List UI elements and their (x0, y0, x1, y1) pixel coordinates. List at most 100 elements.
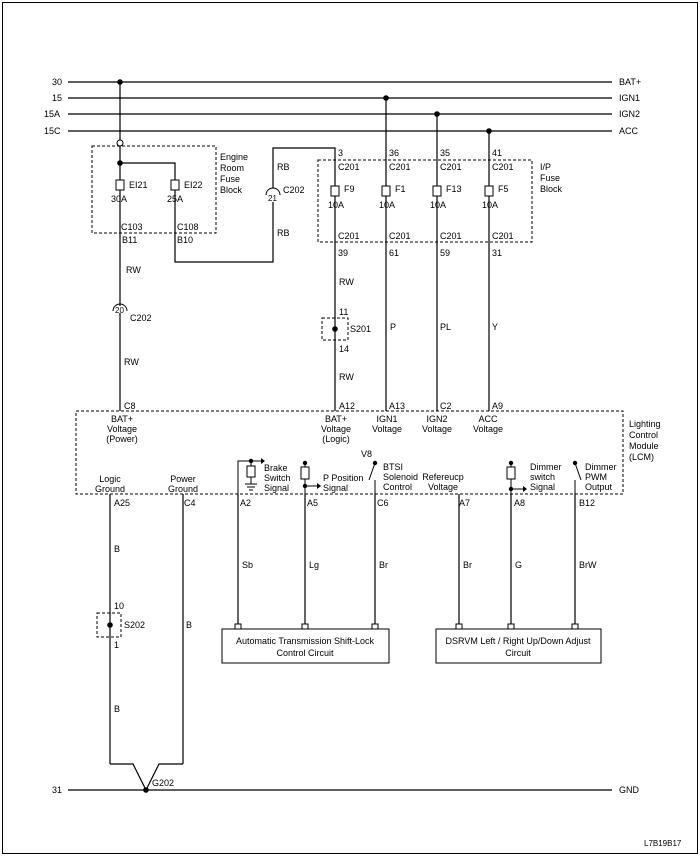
c202-upper-arc (265, 187, 281, 196)
c202-upper-connector: 21 C202 RB RB (265, 147, 336, 238)
c202-upper-pin: 21 (268, 194, 277, 203)
lcm-c8-label-3: (Power) (106, 434, 138, 444)
lcm-a8-label-3: Signal (530, 482, 555, 492)
ip-block-title-2: Fuse (540, 173, 560, 183)
lcm-pin-a7: A7 (459, 498, 470, 508)
ip-f1-out-conn: C201 (389, 231, 411, 241)
dimmer-pwm-symbol (572, 460, 582, 494)
lcm-a13-label-2: Voltage (372, 424, 402, 434)
fuse-ei21-symbol (115, 179, 125, 191)
lighting-control-module: Lighting Control Module (LCM) C8 A12 A13… (75, 401, 661, 508)
splice-s202-outline (96, 612, 122, 638)
rail-30-label: 30 (52, 77, 62, 87)
lcm-title-2: Control (629, 430, 658, 440)
ip-f9-out-pin: 39 (338, 248, 348, 258)
ip-f9-out-conn: C201 (338, 231, 360, 241)
wire-rw-4: RW (339, 372, 354, 382)
lcm-v8-label: V8 (361, 449, 372, 459)
fuse-f13-label: F13 (446, 184, 462, 194)
ip-f13-out-pin: 59 (440, 248, 450, 258)
ip-f13-in-pin: 35 (440, 148, 450, 158)
fuse-f9-symbol (330, 185, 340, 197)
lcm-a2-label-2: Switch (264, 473, 291, 483)
p-position-symbol (300, 460, 321, 494)
fuse-ei21-label: EI21 (129, 180, 148, 190)
fuse-ei22-label: EI22 (184, 180, 203, 190)
fuse-f5-rating: 10A (482, 200, 498, 210)
lcm-pin-c4: C4 (184, 498, 196, 508)
lcm-c6-label-3: Control (383, 482, 412, 492)
fuse-f13-rating: 10A (430, 200, 446, 210)
acc-junction-dot (486, 128, 492, 134)
s202-top-pin: 10 (114, 601, 124, 611)
lcm-c2-label-1: IGN2 (426, 414, 447, 424)
lcm-pin-a12: A12 (339, 401, 355, 411)
fuse-f1-rating: 10A (379, 200, 395, 210)
ign2-junction-dot (434, 111, 440, 117)
lcm-a12-label-3: (Logic) (322, 434, 350, 444)
ip-block-outline (317, 159, 533, 243)
lcm-c4-label-2: Ground (168, 484, 198, 494)
dimmer-switch-symbol (506, 460, 527, 494)
ip-f5-in-conn: C201 (492, 162, 514, 172)
lcm-a7-label-2: Voltage (428, 482, 458, 492)
s201-top-pin: 11 (339, 307, 348, 317)
rail-15a-label: 15A (44, 109, 60, 119)
lcm-supply-wires: RW 20 C202 RW RW 11 S201 14 RW P PL Y (112, 265, 498, 411)
bat-terminal-circle (116, 139, 124, 147)
rail-bat-label: BAT+ (619, 77, 641, 87)
fuse-f13-symbol (432, 185, 442, 197)
atsl-label-1: Automatic Transmission Shift-Lock (236, 636, 375, 646)
lcm-a7-label-1: Refereucp (422, 472, 464, 482)
lcm-title-4: (LCM) (629, 452, 654, 462)
fuse-ei22-rating: 25A (167, 194, 183, 204)
lcm-c8-label-1: BAT+ (111, 414, 133, 424)
diagram-code: L7B19B17 (644, 839, 682, 848)
engine-room-title-2: Room (220, 163, 244, 173)
ip-f13-out-conn: C201 (440, 231, 462, 241)
atsl-label-2: Control Circuit (276, 648, 334, 658)
fuse-f1-label: F1 (395, 184, 406, 194)
s202-label: S202 (124, 620, 145, 630)
wire-sb: Sb (242, 560, 253, 570)
lcm-pin-a9: A9 (492, 401, 503, 411)
engine-room-title-1: Engine (220, 152, 248, 162)
ip-f5-out-pin: 31 (492, 248, 502, 258)
lcm-a9-label-1: ACC (478, 414, 498, 424)
lcm-a12-label-1: BAT+ (325, 414, 347, 424)
ip-f5-out-conn: C201 (492, 231, 514, 241)
lcm-a8-label-2: switch (530, 472, 555, 482)
lcm-a25-label-1: Logic (99, 474, 121, 484)
c202-lower-pin: 20 (115, 306, 124, 315)
wire-rb-lower: RB (277, 228, 290, 238)
engine-room-title-4: Block (220, 185, 243, 195)
ip-block-title-1: I/P (540, 162, 551, 172)
c202-lower-label: C202 (130, 313, 152, 323)
fuse-f1-symbol (381, 185, 391, 197)
engine-room-block-outline (91, 145, 217, 234)
ign1-junction-dot (383, 95, 389, 101)
c202-lower-arc (112, 303, 128, 312)
lcm-pin-a25: A25 (114, 498, 130, 508)
wire-br-2: Br (463, 560, 472, 570)
g202-junction-dot (143, 787, 149, 793)
c202-upper-label: C202 (283, 185, 305, 195)
fuse-f9-rating: 10A (328, 200, 344, 210)
fuse-ei21-rating: 30A (111, 194, 127, 204)
ground-rail-right-label: GND (619, 785, 640, 795)
brake-switch-symbol (237, 458, 265, 494)
ip-f9-in-conn: C201 (338, 162, 360, 172)
lcm-pin-c8: C8 (124, 401, 136, 411)
wire-lg: Lg (309, 560, 319, 570)
wire-g: G (515, 560, 522, 570)
lcm-a2-label-3: Signal (264, 483, 289, 493)
lcm-pin-b12: B12 (579, 498, 595, 508)
bat-junction-dot (117, 79, 123, 85)
ip-f9-in-pin: 3 (338, 148, 343, 158)
lcm-c8-label-2: Voltage (107, 424, 137, 434)
ip-block-title-3: Block (540, 184, 563, 194)
lcm-pin-a5: A5 (307, 498, 318, 508)
lcm-title-1: Lighting (629, 419, 661, 429)
lcm-a2-label-1: Brake (264, 463, 288, 473)
